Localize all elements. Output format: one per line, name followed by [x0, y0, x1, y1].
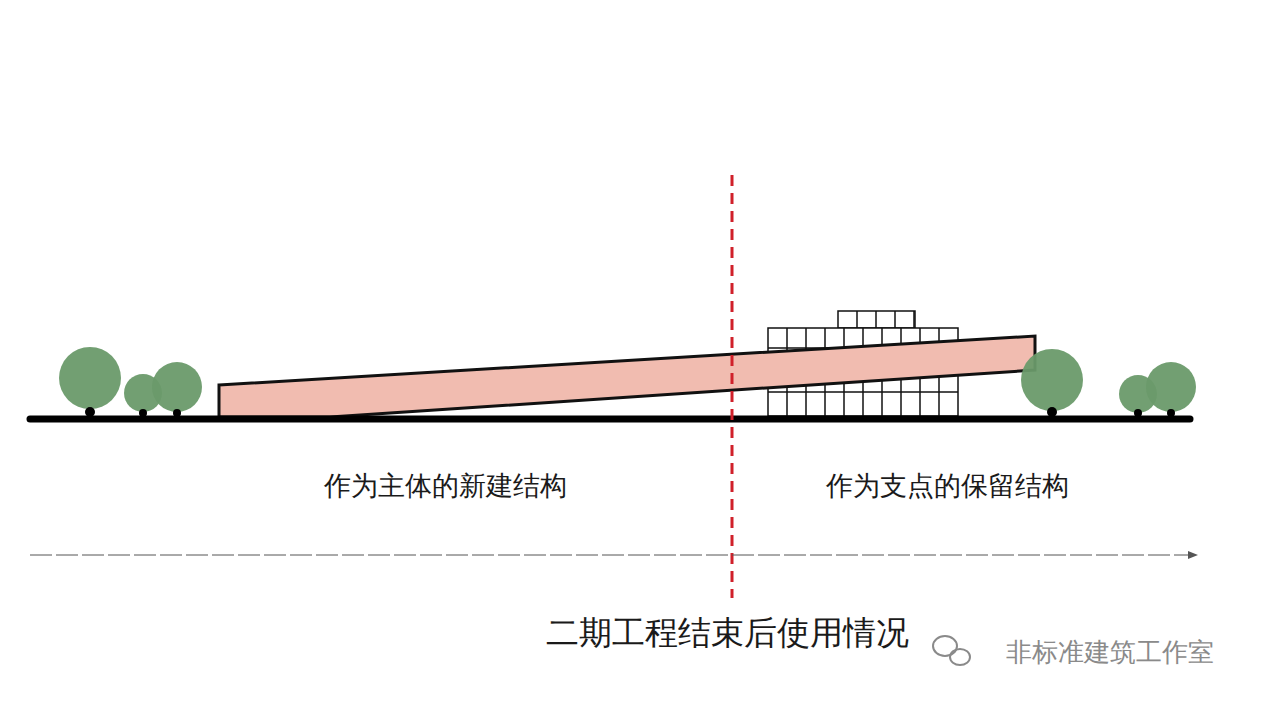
caption: 二期工程结束后使用情况 [546, 611, 909, 656]
tree-bases [85, 407, 1175, 417]
timeline-arrowhead [1188, 551, 1198, 559]
watermark: 非标准建筑工作室 [1006, 635, 1214, 670]
divider-line [731, 175, 734, 598]
grid-line [875, 311, 877, 328]
zone-label: 作为主体的新建结构 [324, 468, 567, 504]
zone-label: 作为支点的保留结构 [826, 468, 1069, 504]
grid-line [768, 391, 958, 393]
grid-line [894, 311, 896, 328]
trees [59, 347, 1196, 413]
ground-line [30, 416, 1190, 423]
new-ramp [219, 336, 1035, 417]
wechat-icon [933, 636, 970, 665]
grid-line [856, 311, 858, 328]
grid-line [913, 311, 915, 328]
timeline-line [30, 555, 1190, 556]
